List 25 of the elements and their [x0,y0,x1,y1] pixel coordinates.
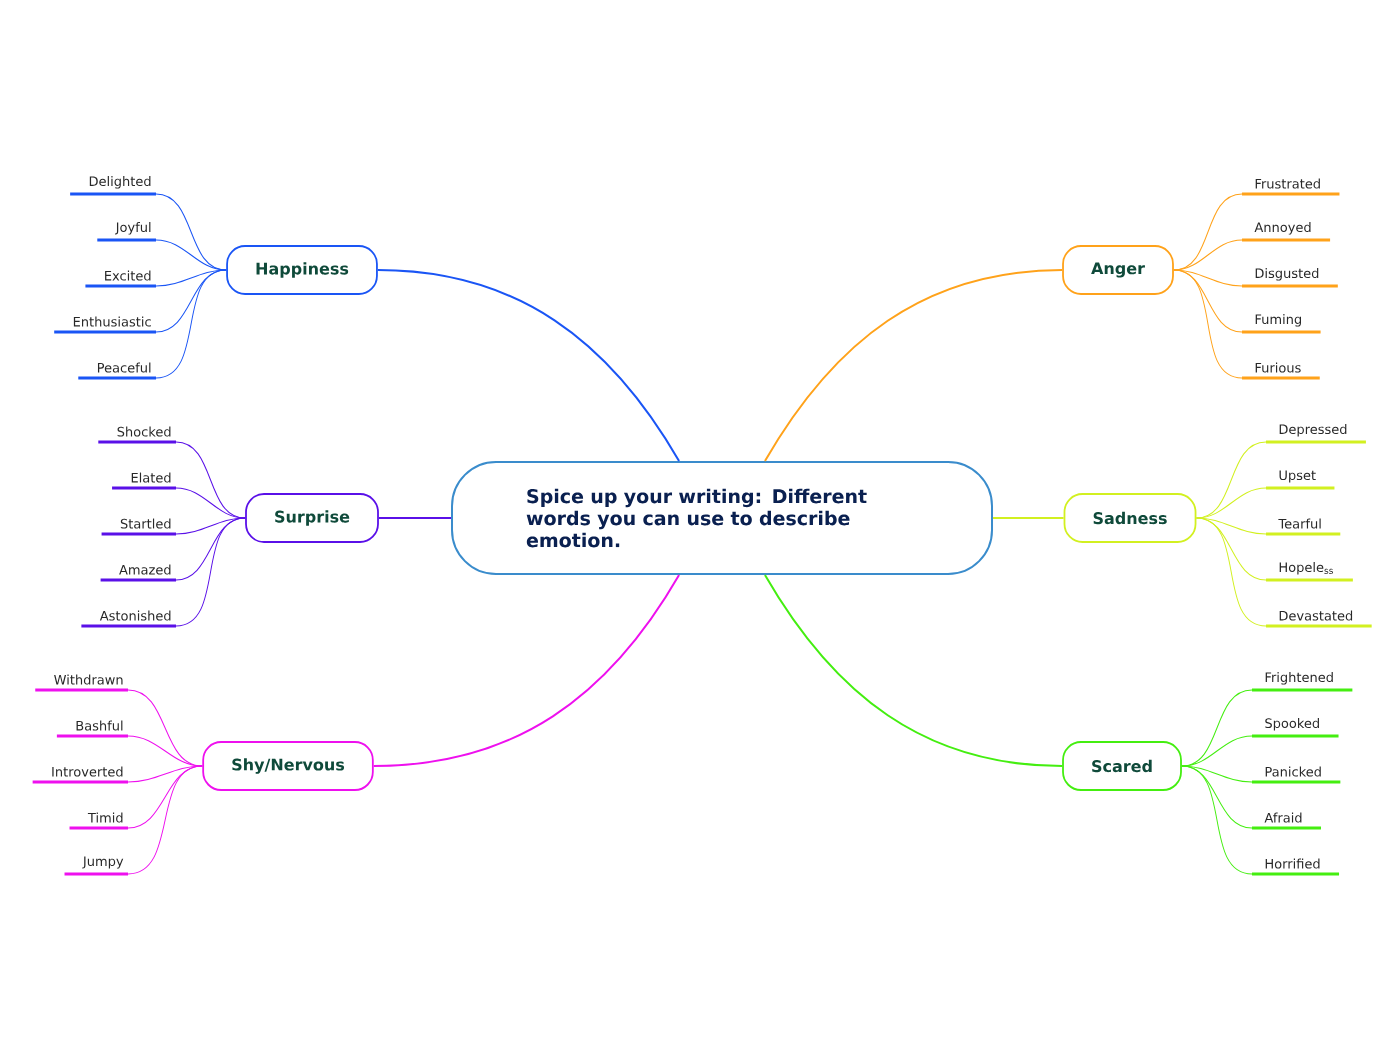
connector [1195,487,1267,519]
topic-box: Surprise [245,493,379,543]
connector [992,517,1065,519]
connector [763,574,1064,767]
topic-box: Spice up your writing: Different words you can use to describe emotion. [451,461,993,575]
connector [175,517,246,627]
topic-box: Happiness [226,245,378,295]
connector [763,269,1064,462]
connector [1181,735,1253,767]
connector [1195,517,1267,627]
topic-box: Anger [1062,245,1174,295]
connector [155,239,227,271]
connector [127,765,203,875]
connector [1173,269,1243,379]
connector [376,269,681,462]
connector [127,735,203,767]
connector [377,517,452,519]
topic-box: Scared [1062,741,1182,791]
connector [155,269,227,379]
topic-box: Sadness [1063,493,1197,543]
topic-box: Shy/Nervous [202,741,374,791]
connector [1181,765,1253,875]
connector [372,574,681,767]
connector [175,487,246,519]
connector [1173,239,1243,271]
